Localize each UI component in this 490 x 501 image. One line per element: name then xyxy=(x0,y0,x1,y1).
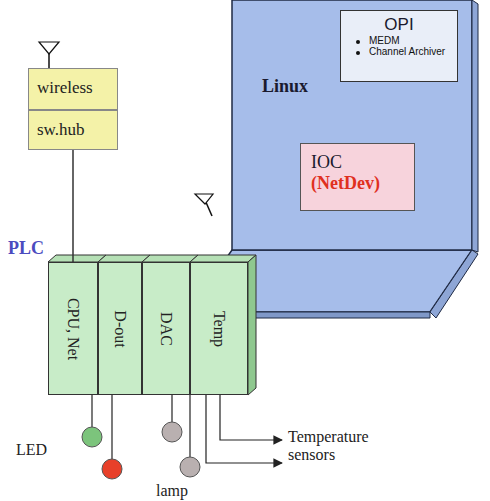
node-title: IOC xyxy=(311,152,404,173)
plc-module: Temp xyxy=(190,262,248,395)
antenna-head xyxy=(195,194,213,204)
sensor-lead xyxy=(220,395,282,440)
node-title: D-out xyxy=(111,310,129,347)
wire xyxy=(171,395,172,422)
wire xyxy=(111,395,112,459)
screen-side xyxy=(472,0,478,252)
module-top xyxy=(142,255,198,262)
laptop-side xyxy=(430,250,478,318)
module-top xyxy=(98,255,150,262)
plc-label: PLC xyxy=(8,238,44,259)
module-top xyxy=(48,255,106,262)
node-title: OPI xyxy=(347,15,451,35)
module-side xyxy=(248,255,256,395)
antenna-head xyxy=(39,42,59,54)
laptop-screen: OPIMEDMChannel ArchiverIOC(NetDev) Linux xyxy=(232,0,472,250)
green-led xyxy=(82,427,102,447)
node-text: MEDM xyxy=(347,35,451,47)
screen-face xyxy=(232,0,472,250)
hub-box: sw.hub xyxy=(28,110,118,150)
opi-box: OPIMEDMChannel Archiver xyxy=(340,10,458,82)
module-top xyxy=(190,255,256,262)
node-title: CPU, Net xyxy=(64,297,82,359)
node-title: Temp xyxy=(210,310,228,346)
node-title: wireless xyxy=(37,78,109,98)
network-cable xyxy=(72,150,74,262)
lamp-label: lamp xyxy=(156,482,188,500)
plc-module: CPU, Net xyxy=(48,262,98,395)
wire xyxy=(91,395,92,427)
led-label: LED xyxy=(16,441,47,459)
node-text: (NetDev) xyxy=(311,173,404,194)
plc-module: DAC xyxy=(142,262,190,395)
wire xyxy=(189,395,190,457)
red-led xyxy=(102,459,122,479)
lamp-symbol xyxy=(180,457,200,477)
ioc-box: IOC(NetDev) xyxy=(300,143,415,211)
node-title: DAC xyxy=(157,312,175,346)
sensor-label: Temperature sensors xyxy=(288,428,388,465)
sensor-lead xyxy=(206,395,282,463)
node-title: Linux xyxy=(262,76,308,97)
plc-module: D-out xyxy=(98,262,142,395)
node-text: Channel Archiver xyxy=(347,46,451,58)
lamp-symbol xyxy=(162,422,182,442)
node-title: sw.hub xyxy=(37,120,109,140)
wireless-box: wireless xyxy=(28,68,118,110)
